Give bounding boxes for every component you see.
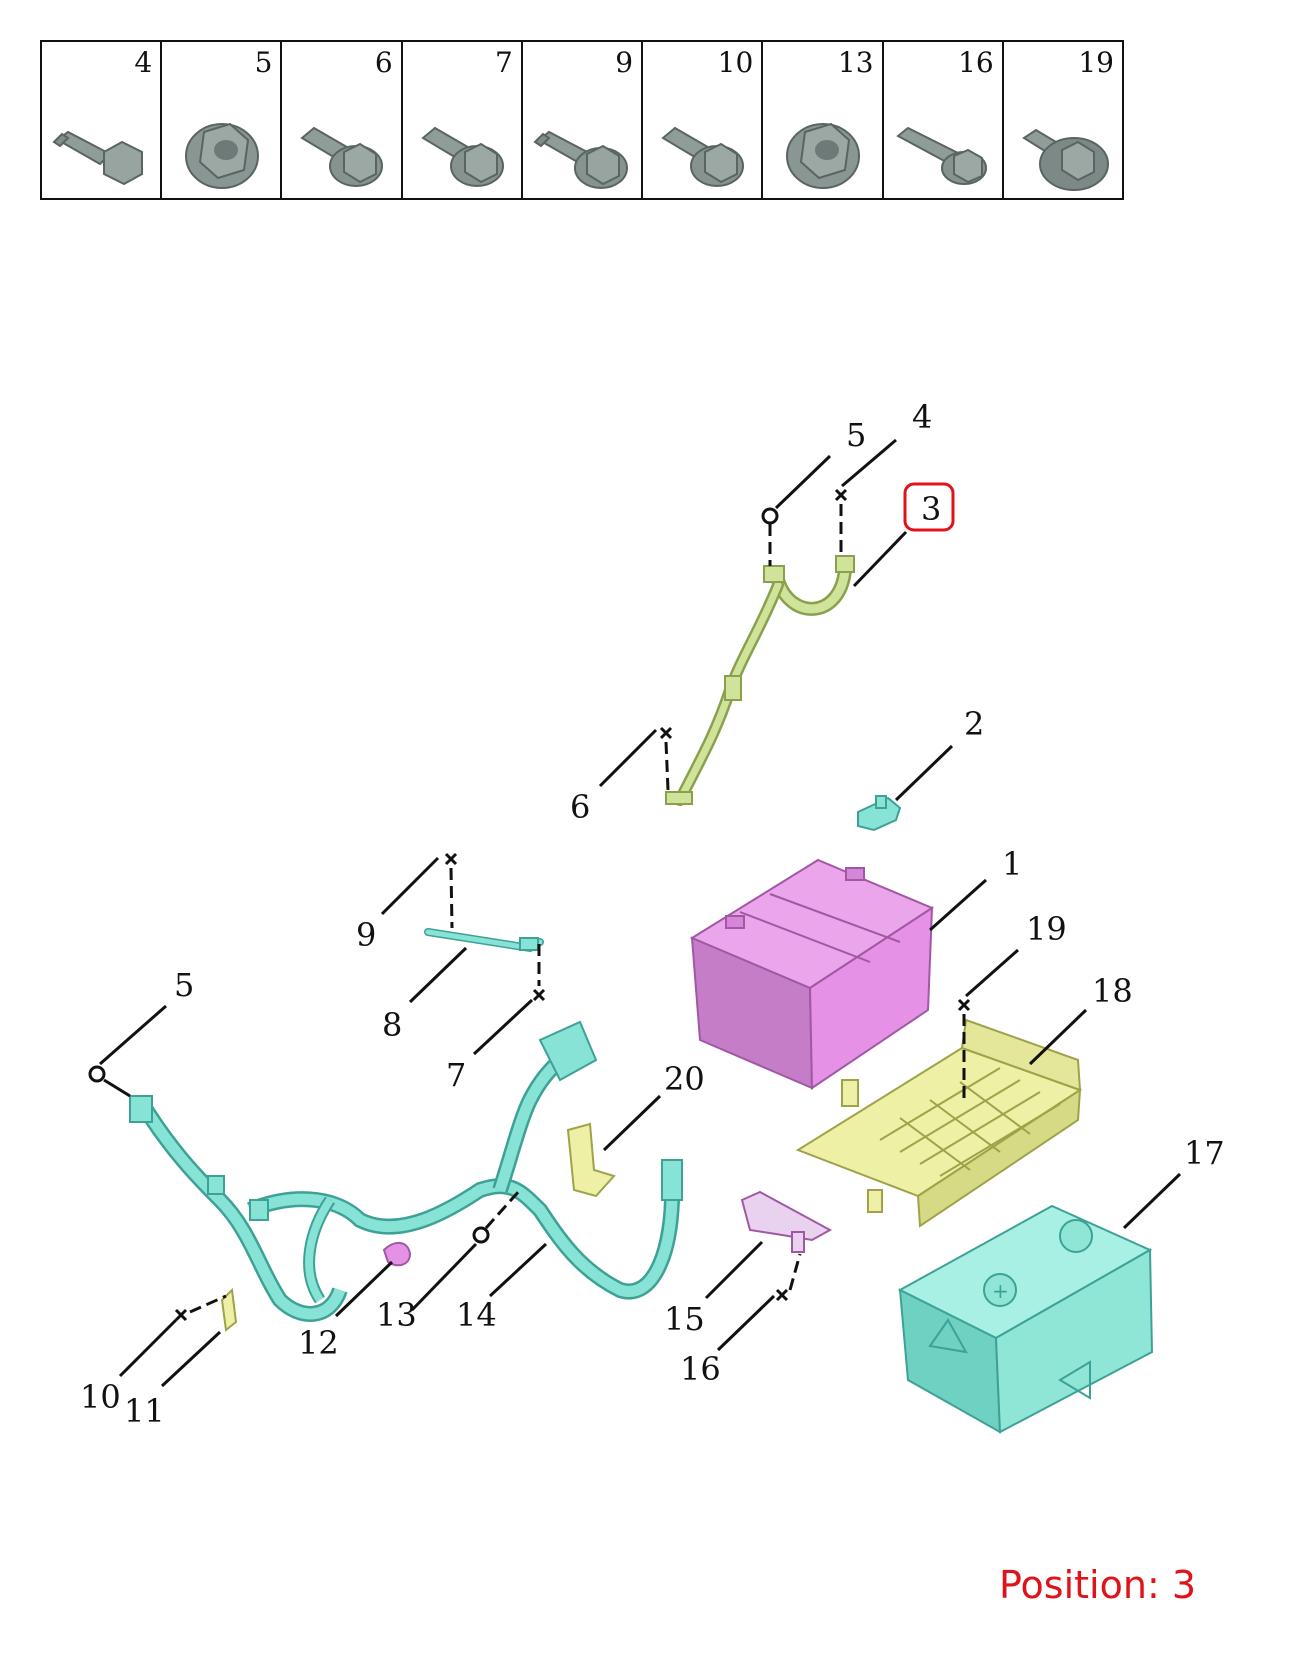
fastener-cell[interactable]: 4 [42,42,163,198]
fastener-cell[interactable]: 19 [1004,42,1122,198]
callout-10[interactable]: 10 [80,1378,121,1416]
flange-nut-icon [786,122,861,189]
fastener-cell[interactable]: 6 [282,42,403,198]
battery-cable[interactable] [665,555,855,806]
fastener-cell[interactable]: 16 [884,42,1004,198]
fastener-markers [88,488,971,1322]
warning-triangle-icon [928,1318,968,1354]
fastener-number: 6 [374,46,393,79]
fastener-cell[interactable]: 5 [162,42,283,198]
battery-cover[interactable]: + [897,1204,1154,1434]
stepped-bolt-icon [52,130,143,186]
battery-clamp[interactable] [857,795,902,832]
battery[interactable] [689,858,935,1090]
fastener-table: 4 5 6 7 9 [40,40,1124,200]
fastener-number: 19 [1078,46,1114,79]
fastener-cell[interactable]: 7 [403,42,523,198]
callout-18[interactable]: 18 [1092,972,1133,1010]
ground-clip[interactable] [220,1287,238,1332]
fastener-number: 13 [837,46,874,79]
fastener-cell[interactable]: 10 [643,42,764,198]
battery-tray[interactable] [795,1018,1083,1228]
callout-7[interactable]: 7 [446,1056,466,1094]
callout-5[interactable]: 5 [846,416,866,454]
callout-15[interactable]: 15 [664,1300,705,1338]
callout-13[interactable]: 13 [376,1296,417,1334]
flange-bolt-icon [300,126,384,187]
fastener-cell[interactable]: 9 [523,42,644,198]
fastener-number: 5 [254,46,273,79]
mounting-bracket[interactable] [566,1122,616,1198]
callout-6[interactable]: 6 [570,788,590,826]
stepped-bolt-icon [533,130,628,189]
support-plate[interactable] [740,1190,833,1253]
callout-9[interactable]: 9 [356,916,376,954]
washer-bolt-icon [1021,128,1109,191]
callout-1[interactable]: 1 [1002,845,1022,883]
plus-icon: + [992,1279,1009,1303]
callout-16[interactable]: 16 [680,1350,721,1388]
fastener-number: 10 [717,46,754,79]
callout-11[interactable]: 11 [124,1392,165,1430]
leader-lines [99,438,1182,1388]
highlight-box [903,482,955,532]
cable-clip[interactable] [382,1242,412,1267]
flange-nut-icon [185,122,260,189]
fastener-number: 4 [134,46,153,79]
ground-strap[interactable] [424,928,544,953]
callout-19[interactable]: 19 [1026,910,1067,948]
wiring-harness[interactable] [129,1020,683,1314]
callout-8[interactable]: 8 [382,1006,402,1044]
callout-17[interactable]: 17 [1184,1134,1225,1172]
callout-5[interactable]: 5 [174,966,194,1004]
callout-4[interactable]: 4 [912,398,932,436]
fastener-cell[interactable]: 13 [763,42,884,198]
callout-20[interactable]: 20 [664,1060,705,1098]
callout-2[interactable]: 2 [964,705,984,743]
flange-bolt-icon [420,126,504,187]
fastener-number: 7 [495,46,513,79]
fastener-number: 9 [615,46,634,79]
position-label: Position: 3 [998,1563,1196,1607]
callout-12[interactable]: 12 [298,1324,339,1362]
callout-14[interactable]: 14 [456,1296,497,1334]
long-flange-bolt-icon [895,126,987,185]
arrow-icon [1058,1360,1091,1400]
flange-bolt-icon [661,126,745,187]
callout-3[interactable]: 3 [921,490,941,528]
fastener-number: 16 [958,46,994,79]
